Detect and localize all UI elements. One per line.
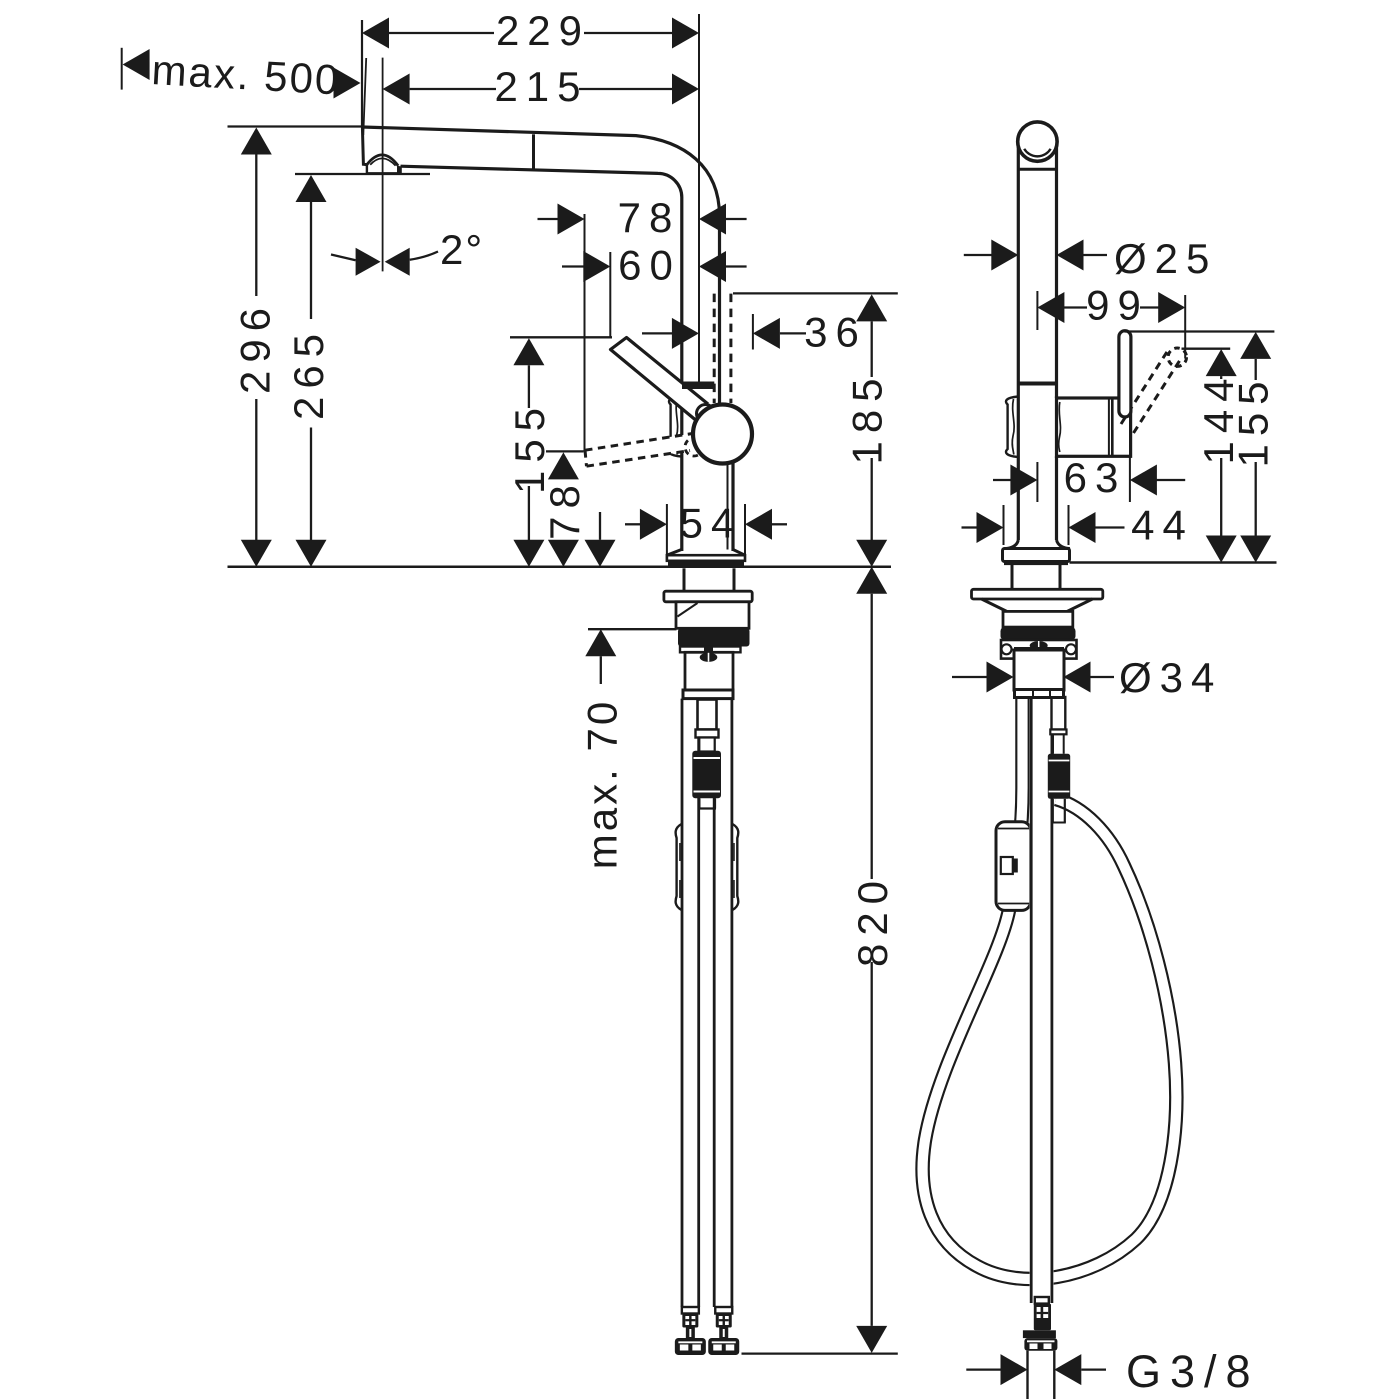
svg-text:185: 185	[844, 370, 891, 464]
svg-text:36: 36	[804, 308, 867, 355]
svg-text:78: 78	[618, 194, 681, 241]
svg-text:60: 60	[618, 242, 681, 289]
svg-text:296: 296	[231, 300, 278, 394]
svg-text:max. 500: max. 500	[150, 46, 341, 103]
svg-text:215: 215	[494, 63, 588, 110]
svg-text:820: 820	[849, 873, 896, 967]
svg-text:265: 265	[285, 326, 332, 420]
svg-text:44: 44	[1131, 502, 1194, 549]
svg-text:Ø34: Ø34	[1119, 654, 1222, 701]
svg-text:G3/8: G3/8	[1126, 1346, 1260, 1397]
svg-text:2°: 2°	[440, 226, 484, 273]
svg-text:max. 70: max. 70	[579, 699, 626, 869]
svg-text:63: 63	[1064, 454, 1127, 501]
svg-text:Ø25: Ø25	[1114, 235, 1217, 282]
svg-text:54: 54	[680, 500, 743, 547]
svg-text:78: 78	[541, 477, 588, 540]
svg-text:155: 155	[1230, 373, 1277, 467]
svg-text:99: 99	[1086, 282, 1149, 329]
svg-text:144: 144	[1195, 370, 1242, 464]
svg-text:229: 229	[496, 7, 590, 54]
svg-text:155: 155	[506, 400, 553, 494]
